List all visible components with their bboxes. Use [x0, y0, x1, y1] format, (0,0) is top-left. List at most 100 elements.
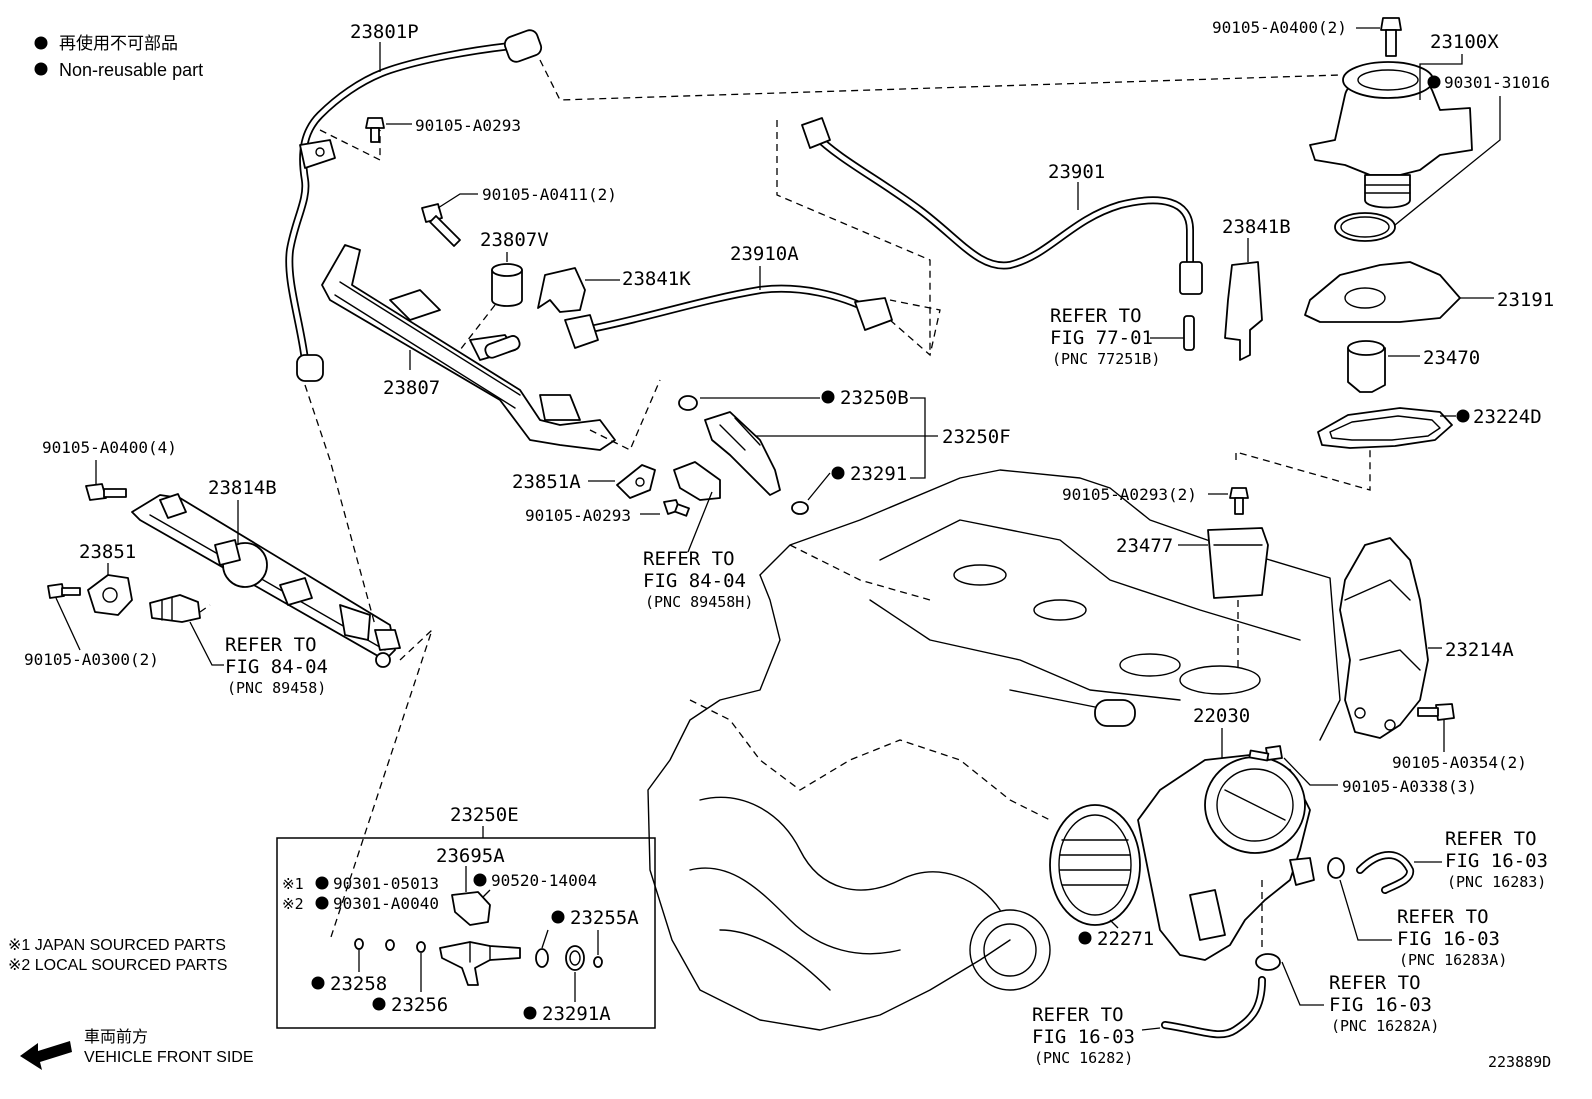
label-23851: 23851 [79, 541, 136, 563]
ref-fig-16-03-c: REFER TO FIG 16-03 (PNC 16282A) [1329, 972, 1439, 1035]
part-90301-31016: 90301-31016 [1334, 73, 1550, 242]
label-23100X: 23100X [1430, 31, 1499, 53]
part-23191: 23191 [1304, 261, 1554, 323]
connector-line [889, 299, 941, 357]
label-23910A: 23910A [730, 243, 799, 265]
non-reusable-dot-icon [315, 876, 329, 890]
non-reusable-dot-icon [551, 910, 565, 924]
non-reusable-dot-icon [1078, 931, 1092, 945]
non-reusable-dot-icon [34, 62, 48, 76]
part-23851: 23851 [79, 541, 136, 616]
ref-16-03-c-line2: FIG 16-03 [1329, 994, 1432, 1016]
label-23191: 23191 [1497, 289, 1554, 311]
part-23851A: 23851A [512, 461, 721, 553]
sourcing-notes: ※1 JAPAN SOURCED PARTS ※2 LOCAL SOURCED … [8, 937, 227, 974]
label-23477: 23477 [1116, 535, 1173, 557]
connector-line [776, 120, 931, 355]
label-90105-A0293-top: 90105-A0293 [415, 116, 521, 135]
connector-line [539, 59, 1341, 101]
bolt-90105-A0338-3: 90105-A0338(3) [1248, 745, 1477, 796]
hose-16282 [1141, 953, 1324, 1039]
non-reusable-dot-icon [34, 36, 48, 50]
ref-77-01-line1: REFER TO [1050, 305, 1142, 327]
kit-note-1: ※1 [282, 875, 304, 893]
non-reusable-dot-icon [1456, 409, 1470, 423]
label-23851A: 23851A [512, 471, 581, 493]
non-reusable-dot-icon [315, 896, 329, 910]
ref-fig-84-04-left: REFER TO FIG 84-04 (PNC 89458) [225, 634, 328, 697]
label-23255A: 23255A [570, 907, 639, 929]
non-reusable-dot-icon [473, 873, 487, 887]
part-22030: 22030 [1137, 705, 1315, 961]
part-23841B: 23841B [1222, 216, 1291, 361]
ref-fig-77-01: REFER TO FIG 77-01 (PNC 77251B) [1050, 305, 1195, 368]
bolt-90105-A0293-2: 90105-A0293(2) [1062, 485, 1249, 515]
label-23250B: 23250B [840, 387, 909, 409]
non-reusable-dot-icon [311, 976, 325, 990]
part-23807: 23807 [321, 244, 616, 451]
front-side-en: VEHICLE FRONT SIDE [84, 1049, 254, 1066]
ref-16-03-b-line1: REFER TO [1397, 906, 1489, 928]
bolt-90105-A0300-2: 90105-A0300(2) [24, 583, 159, 669]
sourcing-note-2: ※2 LOCAL SOURCED PARTS [8, 957, 227, 974]
ref-77-01-line3: (PNC 77251B) [1052, 350, 1160, 368]
label-23814B: 23814B [208, 477, 277, 499]
legend-jp: 再使用不可部品 [59, 33, 178, 53]
legend: 再使用不可部品 Non-reusable part [34, 33, 203, 80]
label-23901: 23901 [1048, 161, 1105, 183]
part-23477: 23477 [1116, 527, 1269, 599]
kit-box-23250E: 23250E 23695A ※1 90301-05013 ※2 90301-A0… [276, 804, 656, 1029]
ref-16-03-d-line3: (PNC 16282) [1034, 1049, 1133, 1067]
label-23250F: 23250F [942, 426, 1011, 448]
part-23100X: 23100X [1309, 31, 1499, 209]
bolt-90105-A0293-top: 90105-A0293 [365, 116, 521, 143]
ref-16-03-a-line1: REFER TO [1445, 828, 1537, 850]
label-90105-A0400-4: 90105-A0400(4) [42, 438, 177, 457]
leader-line [1339, 879, 1392, 941]
connector-line [319, 129, 381, 162]
label-23470: 23470 [1423, 347, 1480, 369]
bolt-90105-A0293-mid: 90105-A0293 [525, 499, 690, 525]
label-23841B: 23841B [1222, 216, 1291, 238]
front-side-jp: 車両前方 [84, 1028, 148, 1046]
label-90105-A0354-2: 90105-A0354(2) [1392, 753, 1527, 772]
non-reusable-dot-icon [821, 390, 835, 404]
label-23291A: 23291A [542, 1003, 611, 1025]
label-90301-05013: 90301-05013 [333, 874, 439, 893]
part-23470: 23470 [1347, 340, 1480, 393]
label-23224D: 23224D [1473, 406, 1542, 428]
ref-16-03-c-line3: (PNC 16282A) [1331, 1017, 1439, 1035]
engine-block [647, 469, 1341, 1031]
label-90105-A0293-mid: 90105-A0293 [525, 506, 631, 525]
connector-line [589, 379, 661, 451]
bolt-90105-A0400-4: 90105-A0400(4) [42, 438, 177, 501]
ref-84-04-mid-line1: REFER TO [643, 548, 735, 570]
label-90105-A0300-2: 90105-A0300(2) [24, 650, 159, 669]
bolt-90105-A0354-2: 90105-A0354(2) [1392, 703, 1527, 772]
front-arrow-icon [20, 1041, 72, 1070]
ref-77-01-line2: FIG 77-01 [1050, 327, 1153, 349]
part-23901: 23901 [801, 117, 1203, 295]
part-23807V: 23807V [480, 229, 549, 307]
connector-line [304, 384, 376, 626]
ref-84-04-mid-line3: (PNC 89458H) [645, 593, 753, 611]
ref-fig-16-03-d: REFER TO FIG 16-03 (PNC 16282) [1032, 1004, 1135, 1067]
diagram-id: 223889D [1488, 1053, 1551, 1071]
label-23695A: 23695A [436, 845, 505, 867]
label-90520-14004: 90520-14004 [491, 871, 597, 890]
part-23814B: 23814B [131, 477, 401, 668]
label-23807V: 23807V [480, 229, 549, 251]
part-23291: 23291 [791, 463, 907, 515]
ref-84-04-mid-line2: FIG 84-04 [643, 570, 746, 592]
ref-16-03-a-line2: FIG 16-03 [1445, 850, 1548, 872]
non-reusable-dot-icon [372, 997, 386, 1011]
connector-line [329, 629, 433, 941]
sourcing-note-1: ※1 JAPAN SOURCED PARTS [8, 937, 226, 954]
ref-84-04-left-line2: FIG 84-04 [225, 656, 328, 678]
label-23291: 23291 [850, 463, 907, 485]
label-90301-31016: 90301-31016 [1444, 73, 1550, 92]
part-23250F: 23250F [704, 411, 1011, 496]
label-90105-A0400-2: 90105-A0400(2) [1212, 18, 1347, 37]
label-23256: 23256 [391, 994, 448, 1016]
